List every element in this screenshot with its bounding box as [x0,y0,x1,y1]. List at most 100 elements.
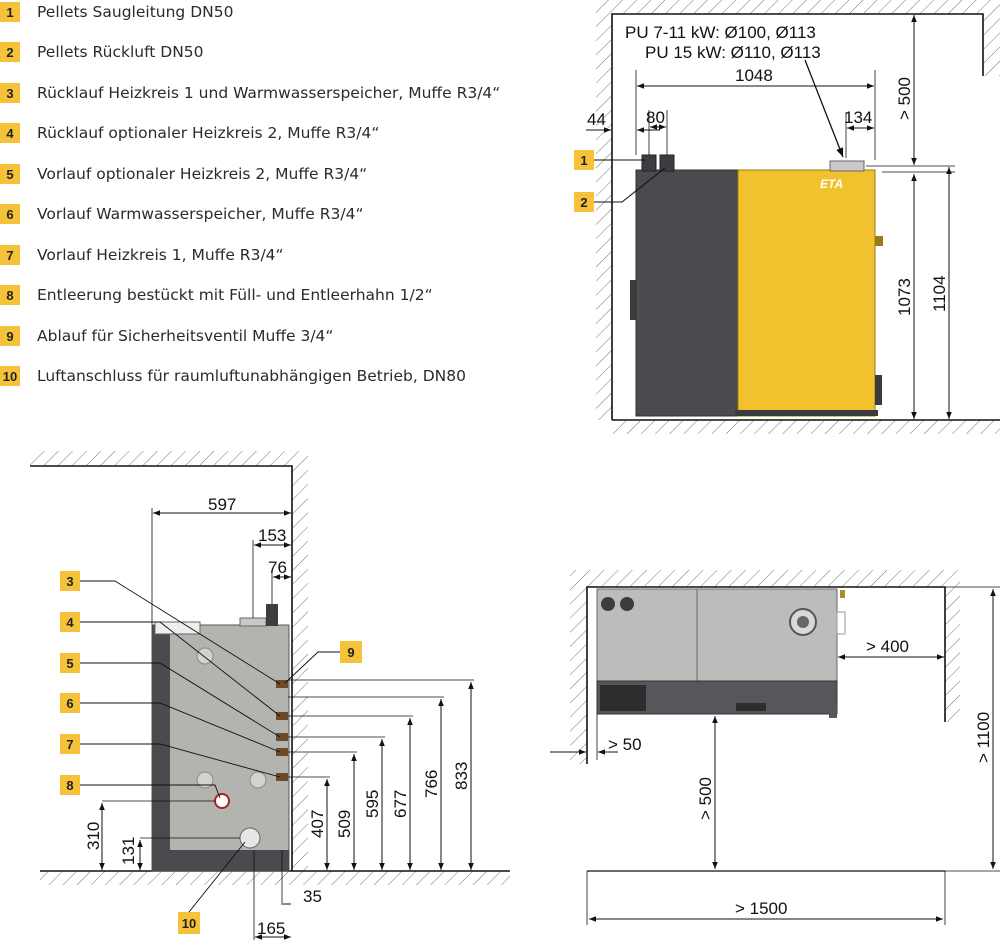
right-wall-hatch [983,14,1000,76]
legend-text: Vorlauf optionaler Heizkreis 2, Muffe R3… [37,165,368,183]
callout-6: 6 [66,696,73,711]
callout-badge [60,734,80,754]
top-boiler [696,588,838,682]
legend-badge: 1 [0,2,20,22]
side-base [152,850,289,871]
flue-collar [829,160,865,172]
note-leader [804,59,844,158]
legend-item-3: 3 Rücklauf Heizkreis 1 und Warmwasserspei… [0,81,500,105]
leader-line [80,784,221,799]
legend-text: Pellets Rückluft DN50 [37,43,204,61]
leader-line [80,662,281,738]
dim-833: 833 [452,762,471,790]
dim-153: 153 [258,526,286,545]
legend-badge: 5 [0,164,20,184]
leader-line [188,841,246,913]
dim-1048: 1048 [735,66,773,85]
fitting [276,712,288,720]
callout-10-group: 10 [178,841,246,934]
legend-text: Rücklauf Heizkreis 1 und Warmwasserspeic… [37,84,501,102]
leader-line [80,702,281,753]
dim-131: 131 [119,837,138,865]
dim-766: 766 [422,770,441,798]
dim-80: 80 [646,108,665,127]
top-pipe-2 [620,597,634,611]
callout-1: 1 [580,153,587,168]
side-boiler-body [151,624,290,872]
side-pipe-stub [266,604,278,626]
callout-5-group: 5 [60,653,281,738]
storage-detail [630,280,636,320]
floor-hatch [40,871,510,885]
wall-outline [586,586,946,764]
dim-134: 134 [844,108,872,127]
callout-7: 7 [66,737,73,752]
leader-line [80,621,281,717]
top-flue-center [797,616,809,628]
legend-badge: 3 [0,83,20,103]
callout-badge [60,775,80,795]
callout-4-group: 4 [60,612,281,717]
callout-badge [60,653,80,673]
fitting [276,733,288,741]
legend-text: Rücklauf optionaler Heizkreis 2, Muffe R… [37,124,380,142]
top-side-fitting [836,611,846,635]
side-front-panel [152,625,170,871]
dim-500-front: > 500 [696,777,715,820]
top-side-valve [840,590,845,598]
dim-597: 597 [208,495,236,514]
callout-9-group: 9 [284,641,362,684]
boiler-fitting [875,236,883,246]
right-wall-hatch [945,587,960,722]
side-flue-collar [239,617,267,627]
callout-3-group: 3 [60,571,281,685]
callout-9: 9 [347,645,354,660]
callout-8: 8 [66,778,73,793]
legend-item-8: 8 Entleerung bestückt mit Füll- und Entle… [0,283,433,307]
legend-text: Entleerung bestückt mit Füll- und Entlee… [37,286,433,304]
legend-item-5: 5 Vorlauf optionaler Heizkreis 2, Muffe R… [0,162,367,186]
storage-unit [635,169,739,417]
top-pipe-1 [601,597,615,611]
legend-badge: 8 [0,285,20,305]
dim-1073: 1073 [895,278,914,316]
top-hinge [829,704,837,718]
fitting [276,773,288,781]
flue-note-line1: PU 7-11 kW: Ø100, Ø113 [625,23,816,42]
legend-badge: 10 [0,366,20,386]
leader-line [80,743,281,778]
side-view: 597 153 76 310 131 407 509 595 677 766 [30,451,510,940]
legend-text: Vorlauf Warmwasserspeicher, Muffe R3/4“ [37,205,364,223]
dim-76: 76 [268,558,287,577]
pipe-stub-2 [659,154,675,172]
boiler-body [737,169,876,417]
fitting [276,748,288,756]
ceiling-hatch [596,0,1000,14]
callout-badge [60,693,80,713]
wall-outline [30,465,293,871]
top-control-box [600,685,646,711]
flue-note-line2: PU 15 kW: Ø110, Ø113 [645,43,821,62]
wall-outline [611,13,984,420]
left-wall-hatch [596,14,612,420]
brand-mark: ETA [820,177,843,191]
drain-valve [214,793,230,809]
dim-500-top: > 500 [895,77,914,120]
callout-1-badge [574,150,594,170]
wall-hatch [292,451,308,871]
callout-10: 10 [182,916,196,931]
side-top-handle [154,621,201,635]
callout-2: 2 [580,195,587,210]
leader-line [594,167,666,203]
legend-text: Vorlauf Heizkreis 1, Muffe R3/4“ [37,246,284,264]
top-display [736,703,766,711]
ceiling-hatch [30,451,292,466]
callout-badge [60,612,80,632]
dim-310: 310 [84,822,103,850]
left-wall-hatch [570,587,587,764]
leader-line [284,651,340,684]
